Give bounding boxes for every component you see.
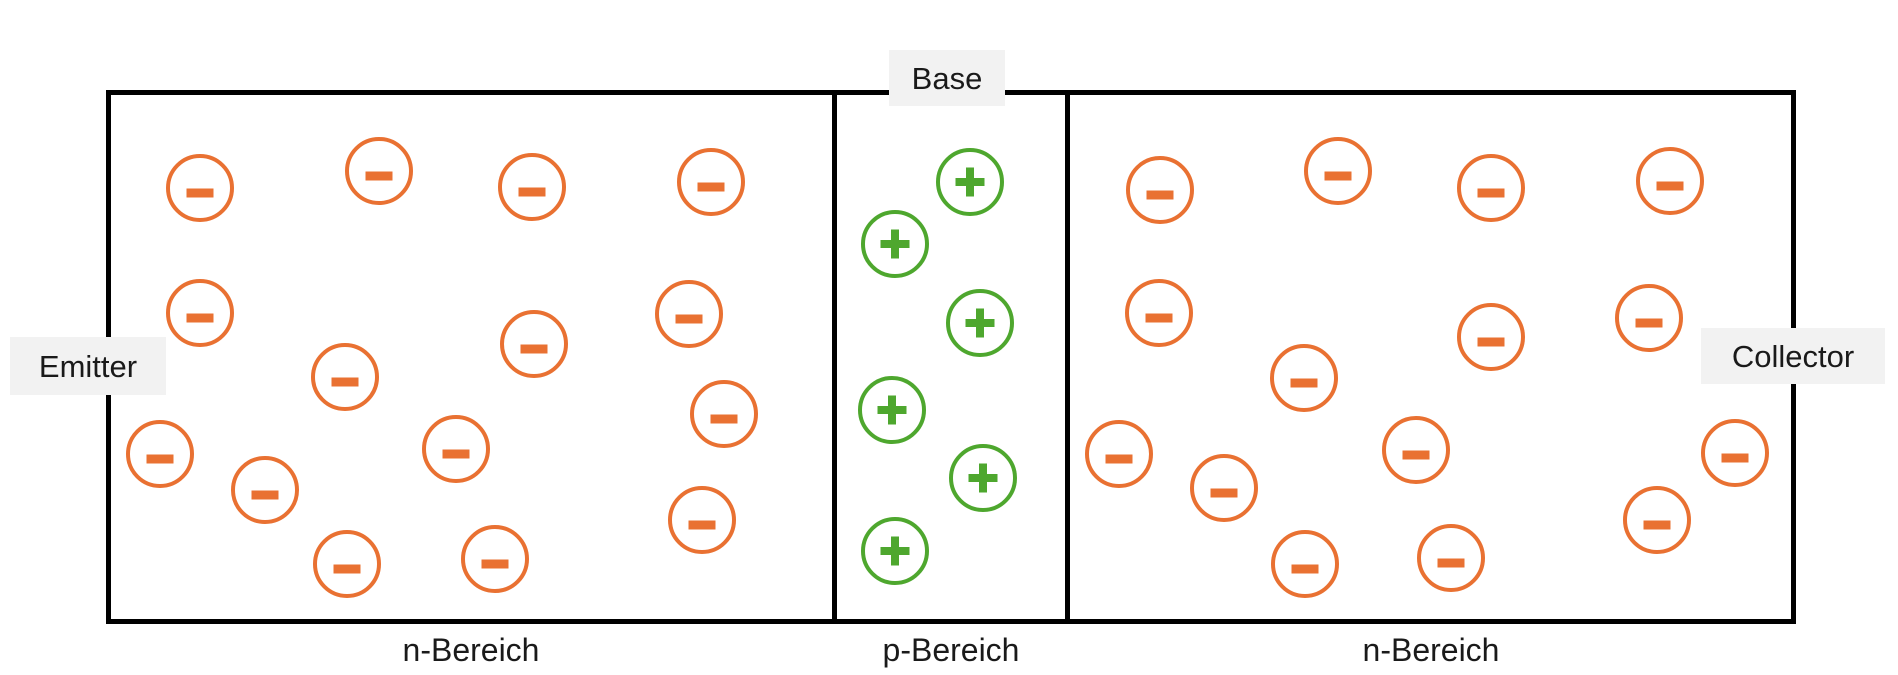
- emitter-label: Emitter: [10, 337, 166, 395]
- electron-icon: [668, 486, 736, 554]
- electron-icon: [461, 525, 529, 593]
- hole-icon: [858, 376, 926, 444]
- electron-icon: [1126, 156, 1194, 224]
- hole-icon: [861, 210, 929, 278]
- electron-icon: [1085, 420, 1153, 488]
- collector-label: Collector: [1701, 328, 1885, 384]
- electron-icon: [1270, 344, 1338, 412]
- electron-icon: [1623, 486, 1691, 554]
- electron-icon: [231, 456, 299, 524]
- hole-icon: [946, 289, 1014, 357]
- caption-p-region-base: p-Bereich: [882, 632, 1020, 668]
- electron-icon: [1701, 419, 1769, 487]
- electron-icon: [311, 343, 379, 411]
- electron-icon: [345, 137, 413, 205]
- electron-icon: [1417, 524, 1485, 592]
- electron-icon: [1457, 154, 1525, 222]
- electron-icon: [1382, 416, 1450, 484]
- electron-icon: [498, 153, 566, 221]
- electron-icon: [1190, 454, 1258, 522]
- electron-icon: [690, 380, 758, 448]
- electron-icon: [166, 279, 234, 347]
- electron-icon: [422, 415, 490, 483]
- electron-icon: [1125, 279, 1193, 347]
- electron-icon: [1615, 284, 1683, 352]
- electron-icon: [166, 154, 234, 222]
- hole-icon: [861, 517, 929, 585]
- hole-icon: [949, 444, 1017, 512]
- base-label: Base: [889, 50, 1005, 106]
- caption-n-region-emitter: n-Bereich: [402, 632, 540, 668]
- electron-icon: [1636, 147, 1704, 215]
- caption-n-region-collector: n-Bereich: [1362, 632, 1500, 668]
- electron-icon: [677, 148, 745, 216]
- electron-icon: [313, 530, 381, 598]
- hole-icon: [936, 148, 1004, 216]
- emitter-base-junction-line: [832, 90, 837, 624]
- electron-icon: [126, 420, 194, 488]
- electron-icon: [500, 310, 568, 378]
- electron-icon: [655, 280, 723, 348]
- base-collector-junction-line: [1065, 90, 1070, 624]
- electron-icon: [1457, 303, 1525, 371]
- electron-icon: [1271, 530, 1339, 598]
- electron-icon: [1304, 137, 1372, 205]
